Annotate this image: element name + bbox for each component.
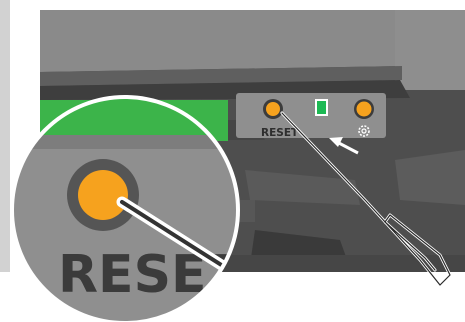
zoom-reset-label: RESET	[58, 245, 243, 305]
reset-label: RESET	[261, 127, 299, 139]
zoom-reset-button	[78, 170, 128, 220]
reset-pinhole-button[interactable]	[266, 102, 280, 116]
side-strip	[0, 0, 10, 272]
settings-button[interactable]	[357, 102, 372, 117]
